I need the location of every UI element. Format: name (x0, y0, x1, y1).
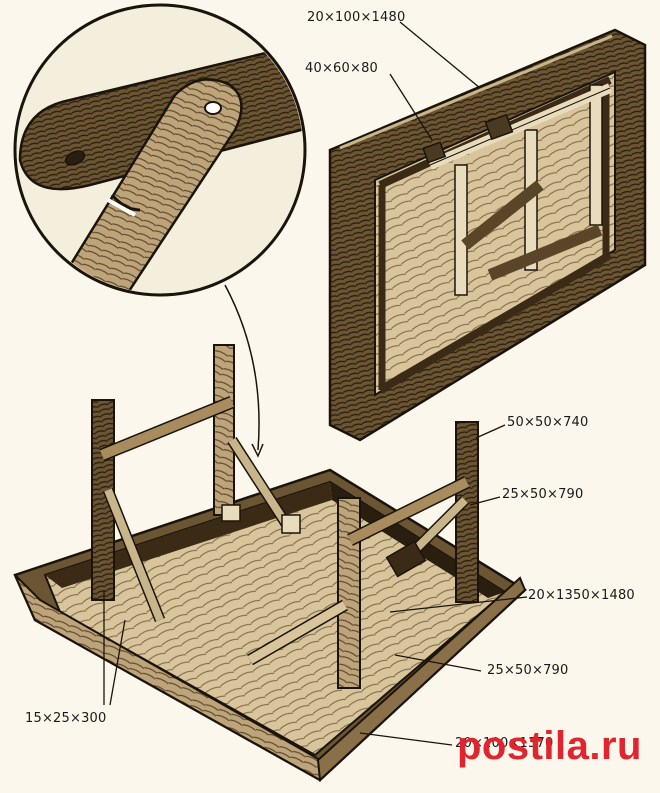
dim-cleat: 40×60×80 (305, 61, 379, 76)
joint-detail-circle (13, 3, 307, 297)
leader-lines (103, 21, 528, 746)
open-table (13, 344, 528, 783)
dim-top-board: 20×100×1480 (307, 10, 406, 25)
detail-leader-line (224, 284, 260, 451)
dim-tabletop: 20×1350×1480 (528, 588, 635, 603)
watermark-logo: postila.ru (456, 724, 642, 768)
dim-brace: 15×25×300 (25, 711, 107, 726)
dim-stretcher-lower: 25×50×790 (487, 663, 569, 678)
dim-apron: 20×100×1370 (455, 736, 554, 751)
dim-leg: 50×50×740 (507, 415, 589, 430)
dim-stretcher-upper: 25×50×790 (502, 487, 584, 502)
folded-table (328, 28, 647, 442)
